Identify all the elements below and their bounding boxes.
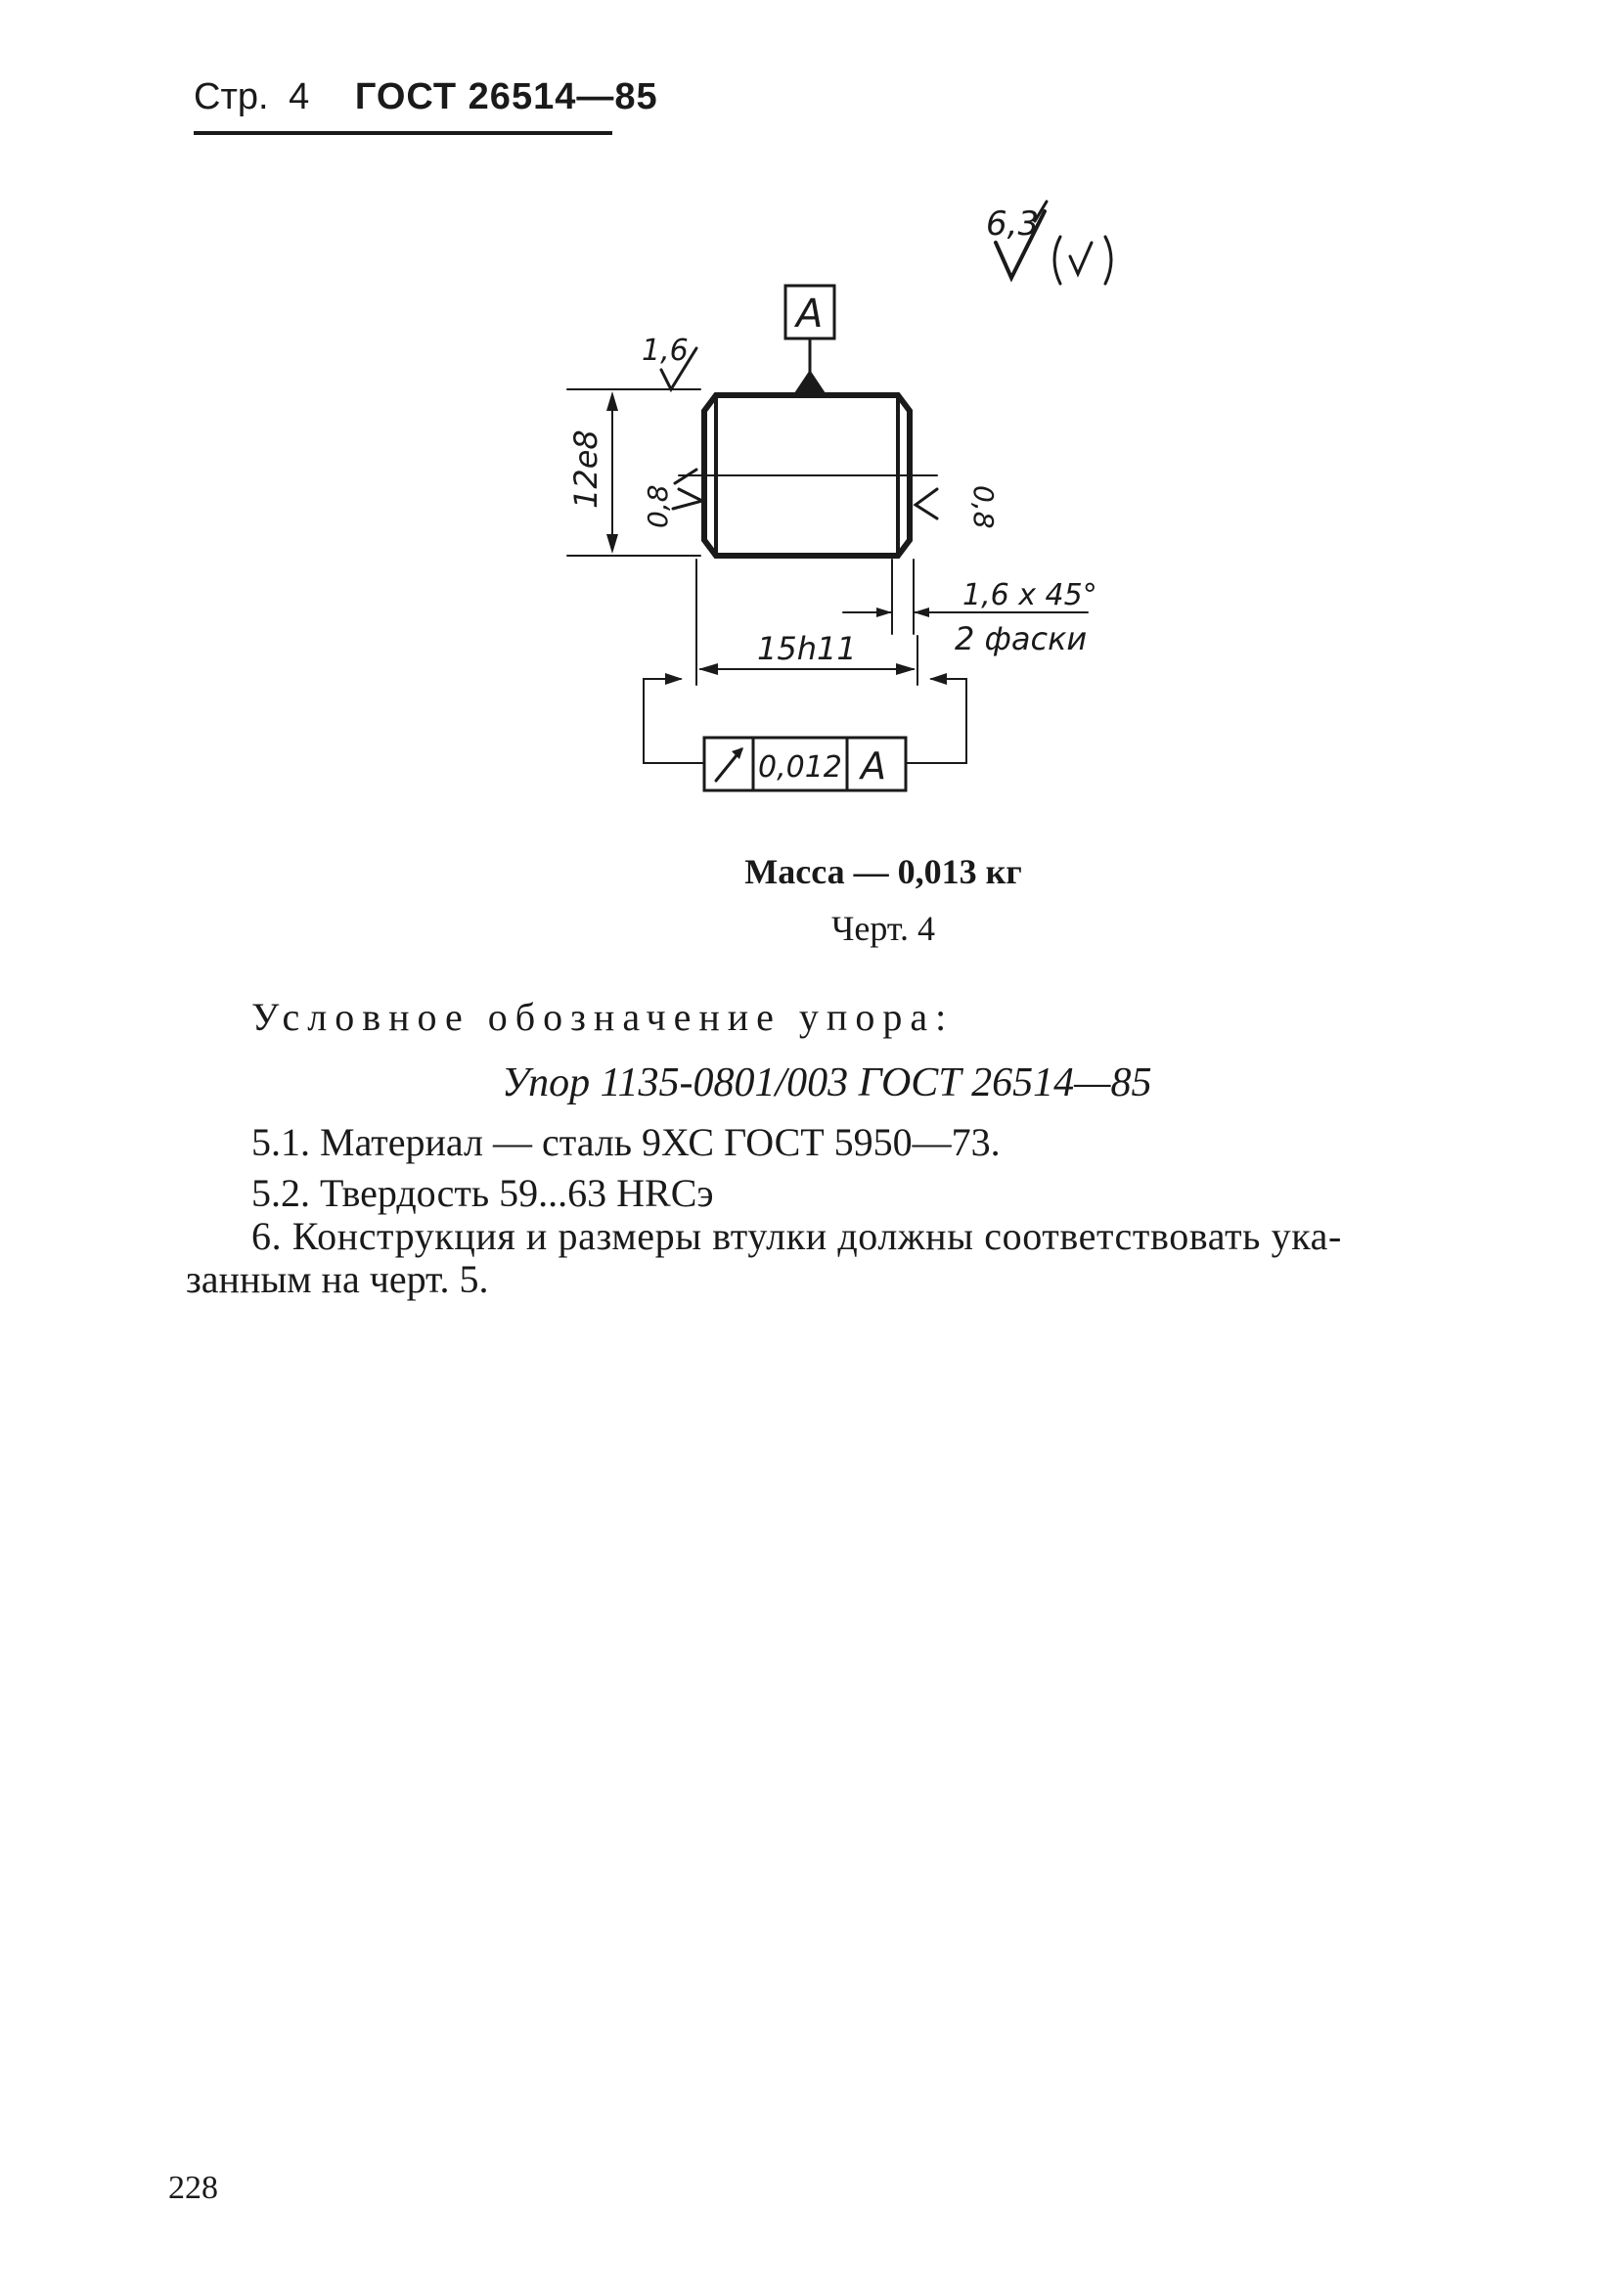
datum-triangle bbox=[794, 370, 826, 393]
chamfer-note: 2 фаски bbox=[955, 620, 1087, 657]
runout-arrow-icon bbox=[714, 747, 743, 783]
feature-control-frame bbox=[702, 736, 908, 792]
standard-code: ГОСТ 26514—85 bbox=[354, 76, 658, 117]
tolerance-value: 0,012 bbox=[758, 750, 842, 785]
designation: Упор 1135-0801/003 ГОСТ 26514—85 bbox=[502, 1060, 1152, 1105]
chamfer-dimension: 1,6 x 45° bbox=[962, 578, 1097, 612]
height-dimension: 12e8 bbox=[567, 429, 604, 509]
tolerance-datum: A bbox=[858, 744, 886, 788]
figure-caption: Черт. 4 bbox=[831, 909, 935, 948]
technical-drawing: 6,3 A 1,6 12e8 0,8 0,8 1,6 x 45° 2 фаски… bbox=[566, 200, 1113, 792]
datum-letter: A bbox=[793, 292, 823, 337]
item-6-line2: занным на черт. 5. bbox=[186, 1257, 489, 1301]
item-5-1: 5.1. Материал — сталь 9ХС ГОСТ 5950—73. bbox=[251, 1120, 1001, 1164]
general-roughness-value: 6,3 bbox=[986, 204, 1039, 244]
item-5-2: 5.2. Твердость 59...63 HRCэ bbox=[251, 1171, 714, 1215]
mass-caption: Масса — 0,013 кг bbox=[744, 852, 1022, 891]
general-roughness-symbol bbox=[994, 200, 1113, 286]
header-page-number: 4 bbox=[289, 76, 310, 117]
page-header: Стр. 4 ГОСТ 26514—85 bbox=[194, 70, 657, 135]
designation-label: Условное обозначение упора: bbox=[251, 995, 955, 1039]
right-roughness-value: 0,8 bbox=[967, 485, 1000, 529]
page-label: Стр. bbox=[194, 76, 269, 117]
width-dimension: 15h11 bbox=[757, 630, 857, 667]
item-6-line1: 6. Конструкция и размеры втулки должны с… bbox=[251, 1214, 1342, 1258]
top-roughness-value: 1,6 bbox=[642, 334, 689, 368]
page-number: 228 bbox=[168, 2170, 218, 2206]
left-roughness-value: 0,8 bbox=[642, 484, 674, 528]
